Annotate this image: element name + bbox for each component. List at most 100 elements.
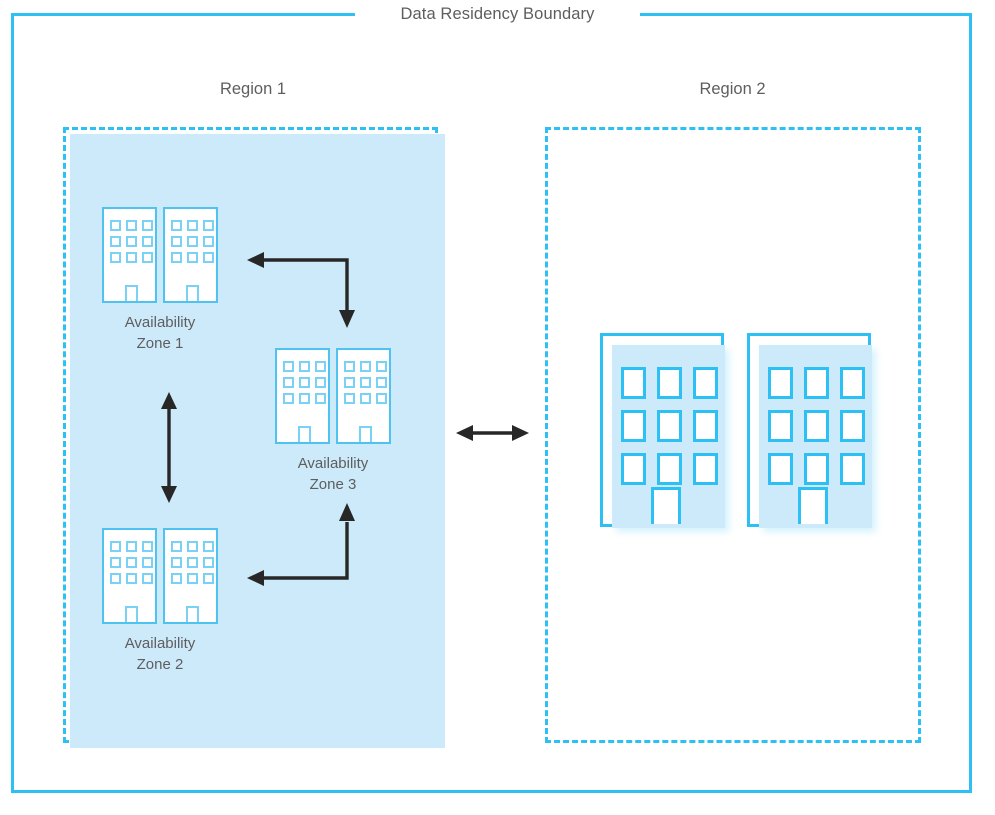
window-icon	[203, 573, 214, 584]
window-icon	[621, 367, 646, 399]
window-icon	[283, 393, 294, 404]
window-icon	[344, 393, 355, 404]
window-grid	[110, 541, 153, 584]
window-icon	[657, 367, 682, 399]
window-icon	[110, 252, 121, 263]
arrowhead-down	[161, 486, 177, 503]
window-icon	[110, 541, 121, 552]
arrowhead-up	[339, 503, 355, 521]
window-icon	[804, 410, 829, 442]
window-icon	[126, 541, 137, 552]
window-icon	[142, 541, 153, 552]
window-icon	[693, 410, 718, 442]
arrowhead-left	[247, 570, 264, 586]
window-icon	[110, 236, 121, 247]
window-icon	[126, 573, 137, 584]
availability-zone-2-buildings	[102, 528, 218, 624]
availability-zone-1[interactable]: Availability Zone 1	[102, 207, 218, 354]
window-icon	[110, 573, 121, 584]
window-grid	[283, 361, 326, 404]
door-icon	[125, 285, 138, 301]
window-icon	[768, 410, 793, 442]
connector-az1-az2	[161, 392, 177, 503]
window-grid	[110, 220, 153, 263]
region-2-buildings	[600, 333, 872, 528]
window-icon	[110, 557, 121, 568]
window-icon	[840, 453, 865, 485]
region-2-datacenters[interactable]	[600, 333, 872, 528]
window-icon	[840, 367, 865, 399]
building-icon	[747, 333, 872, 528]
window-icon	[621, 410, 646, 442]
arrowhead-left	[247, 252, 264, 268]
window-icon	[283, 361, 294, 372]
window-icon	[187, 220, 198, 231]
window-icon	[376, 377, 387, 388]
window-grid	[171, 220, 214, 263]
door-icon	[186, 606, 199, 622]
window-icon	[299, 393, 310, 404]
window-icon	[203, 252, 214, 263]
door-icon	[298, 426, 311, 442]
window-grid	[171, 541, 214, 584]
window-icon	[804, 453, 829, 485]
window-icon	[203, 541, 214, 552]
window-icon	[142, 236, 153, 247]
window-icon	[693, 453, 718, 485]
window-icon	[142, 220, 153, 231]
window-icon	[171, 557, 182, 568]
window-icon	[360, 361, 371, 372]
window-icon	[315, 377, 326, 388]
window-icon	[203, 220, 214, 231]
window-icon	[657, 453, 682, 485]
window-icon	[171, 541, 182, 552]
building-icon	[163, 528, 218, 624]
window-icon	[768, 367, 793, 399]
window-icon	[693, 367, 718, 399]
window-icon	[187, 236, 198, 247]
building-icon	[163, 207, 218, 303]
arrowhead-down	[339, 310, 355, 328]
window-icon	[360, 377, 371, 388]
window-icon	[126, 252, 137, 263]
arrowhead-up	[161, 392, 177, 409]
availability-zone-2[interactable]: Availability Zone 2	[102, 528, 218, 675]
door-icon	[798, 487, 828, 524]
window-icon	[657, 410, 682, 442]
building-icon	[102, 528, 157, 624]
window-icon	[126, 236, 137, 247]
door-icon	[651, 487, 681, 524]
window-icon	[187, 541, 198, 552]
door-icon	[125, 606, 138, 622]
building-icon	[275, 348, 330, 444]
window-icon	[344, 377, 355, 388]
window-icon	[621, 453, 646, 485]
window-icon	[315, 361, 326, 372]
region-2-box	[545, 127, 921, 743]
connector-region1-region2	[456, 425, 529, 441]
window-icon	[187, 573, 198, 584]
window-grid	[344, 361, 387, 404]
connector-path	[263, 258, 349, 310]
window-icon	[299, 361, 310, 372]
window-icon	[768, 453, 793, 485]
availability-zone-3-label: Availability Zone 3	[297, 455, 369, 493]
arrowhead-right	[512, 425, 529, 441]
window-icon	[203, 236, 214, 247]
availability-zone-3[interactable]: Availability Zone 3	[275, 348, 391, 495]
connector-az2-az3	[247, 503, 355, 586]
window-icon	[344, 361, 355, 372]
window-icon	[142, 557, 153, 568]
window-icon	[142, 573, 153, 584]
window-icon	[315, 393, 326, 404]
building-icon	[336, 348, 391, 444]
availability-zone-2-label: Availability Zone 2	[124, 635, 196, 673]
window-icon	[840, 410, 865, 442]
window-grid	[768, 367, 865, 485]
window-icon	[171, 220, 182, 231]
window-icon	[283, 377, 294, 388]
window-icon	[376, 361, 387, 372]
window-grid	[621, 367, 718, 485]
building-icon	[600, 333, 725, 528]
arrowhead-left	[456, 425, 473, 441]
